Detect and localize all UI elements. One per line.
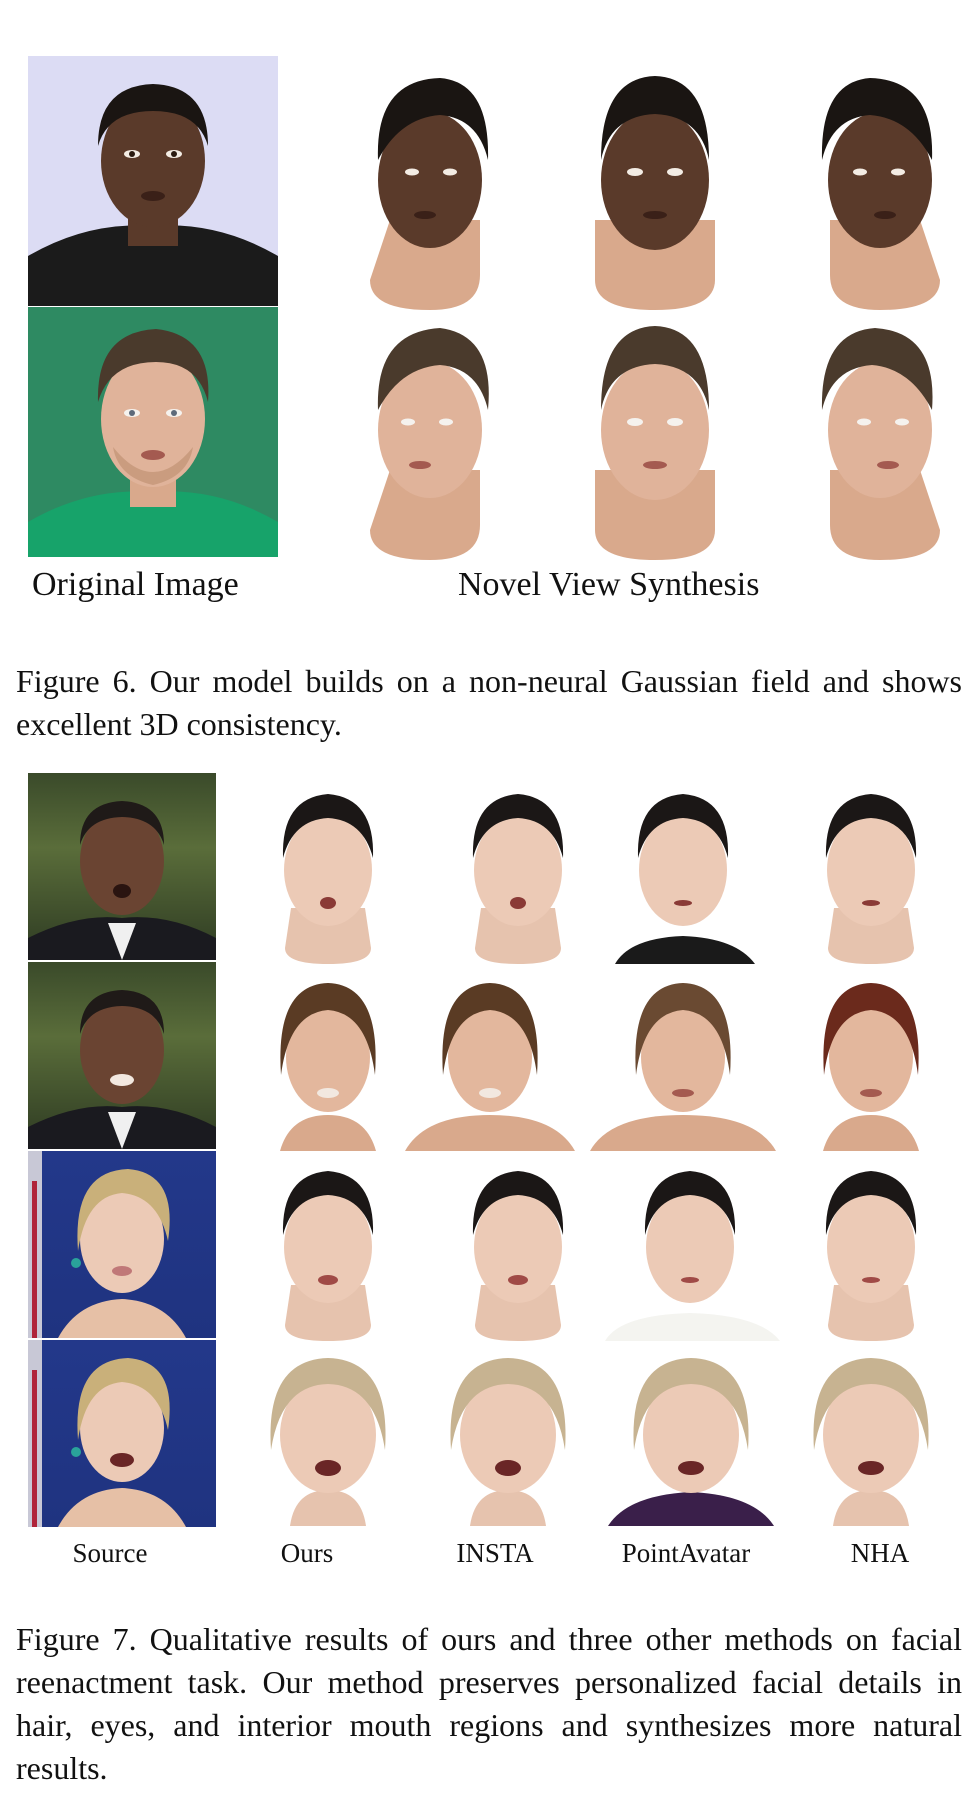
insta-result-row-4 [415,1340,601,1526]
source-image-row-2 [28,962,216,1149]
nha-result-row-4 [778,1340,964,1526]
insta-result-row-3 [425,1155,611,1341]
column-label-nha: NHA [850,1538,910,1568]
pointavatar-result-row-2 [590,965,776,1151]
nha-result-row-2 [778,965,964,1151]
ours-result-row-1 [235,778,421,964]
novel-view-person-1-front [555,60,755,310]
novel-view-person-2-front [555,310,755,560]
source-image-row-1 [28,773,216,960]
nha-result-row-3 [778,1155,964,1341]
novel-view-person-1-right [780,60,977,310]
label-original-image: Original Image [32,566,239,603]
insta-result-row-1 [425,778,611,964]
pointavatar-result-row-1 [590,778,776,964]
novel-view-person-1-left [330,60,530,310]
nha-result-row-1 [778,778,964,964]
column-label-source: Source [72,1538,148,1568]
column-label-ours: Ours [280,1538,334,1568]
ours-result-row-4 [235,1340,421,1526]
figure-6-caption: Figure 6. Our model builds on a non-neur… [16,663,962,742]
figure-7-caption: Figure 7. Qualitative results of ours an… [16,1621,962,1786]
insta-result-row-2 [405,965,575,1151]
original-image-person-1 [28,56,278,306]
pointavatar-result-row-3 [590,1155,790,1341]
label-novel-view-synthesis: Novel View Synthesis [458,566,760,603]
novel-view-person-2-right [780,310,977,560]
ours-result-row-3 [235,1155,421,1341]
source-image-row-4 [28,1340,216,1527]
column-label-pointavatar: PointAvatar [621,1538,751,1568]
ours-result-row-2 [235,965,421,1151]
novel-view-person-2-left [330,310,530,560]
source-image-row-3 [28,1151,216,1338]
original-image-person-2 [28,307,278,557]
pointavatar-result-row-4 [598,1340,784,1526]
column-label-insta: INSTA [456,1538,534,1568]
